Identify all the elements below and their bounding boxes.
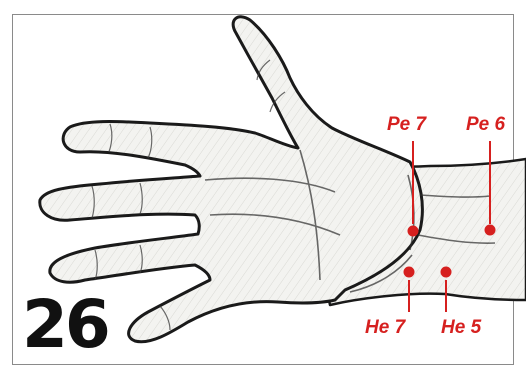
he7-label: He 7: [365, 318, 405, 337]
he7-point: [405, 268, 414, 277]
pe7-point: [409, 227, 418, 236]
he5-point: [442, 268, 451, 277]
he5-label: He 5: [441, 318, 481, 337]
pe6-point: [486, 226, 495, 235]
pe7-label: Pe 7: [387, 115, 426, 134]
figure-number: 26: [22, 292, 108, 358]
pe6-label: Pe 6: [466, 115, 505, 134]
